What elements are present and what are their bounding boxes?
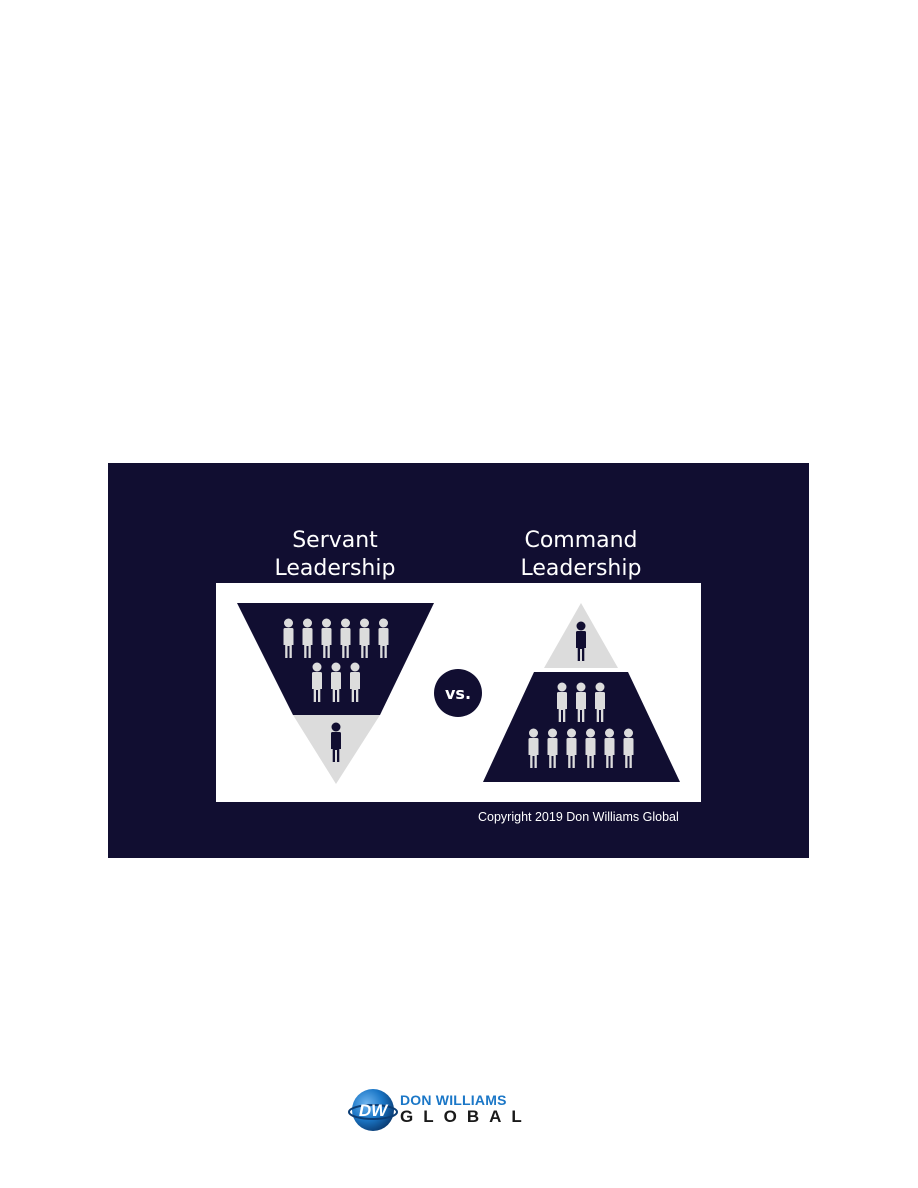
servant-leadership-title: Servant Leadership xyxy=(235,527,435,583)
copyright-notice: Copyright 2019 Don Williams Global xyxy=(478,810,679,824)
command-leadership-title: Command Leadership xyxy=(481,527,681,583)
pyramids-diagram: vs. xyxy=(237,603,680,784)
logo-name-line: DON WILLIAMS xyxy=(400,1092,507,1108)
versus-badge: vs. xyxy=(434,669,482,717)
versus-label: vs. xyxy=(445,684,471,703)
servant-title-line2: Leadership xyxy=(274,556,396,581)
logo-global-line: GLOBAL xyxy=(400,1107,532,1126)
globe-logo-icon: DW xyxy=(348,1089,398,1131)
servant-title-line1: Servant xyxy=(292,528,378,553)
servant-pyramid xyxy=(237,603,434,784)
svg-text:DW: DW xyxy=(359,1101,389,1120)
don-williams-global-logo: DW DON WILLIAMS GLOBAL xyxy=(348,1086,553,1134)
servant-pyramid-top xyxy=(237,603,434,715)
command-title-line1: Command xyxy=(524,528,638,553)
diagram-panel: vs. xyxy=(216,583,701,802)
leadership-banner: Servant Leadership Command Leadership xyxy=(108,463,809,858)
command-title-line2: Leadership xyxy=(520,556,642,581)
command-pyramid xyxy=(483,603,680,782)
